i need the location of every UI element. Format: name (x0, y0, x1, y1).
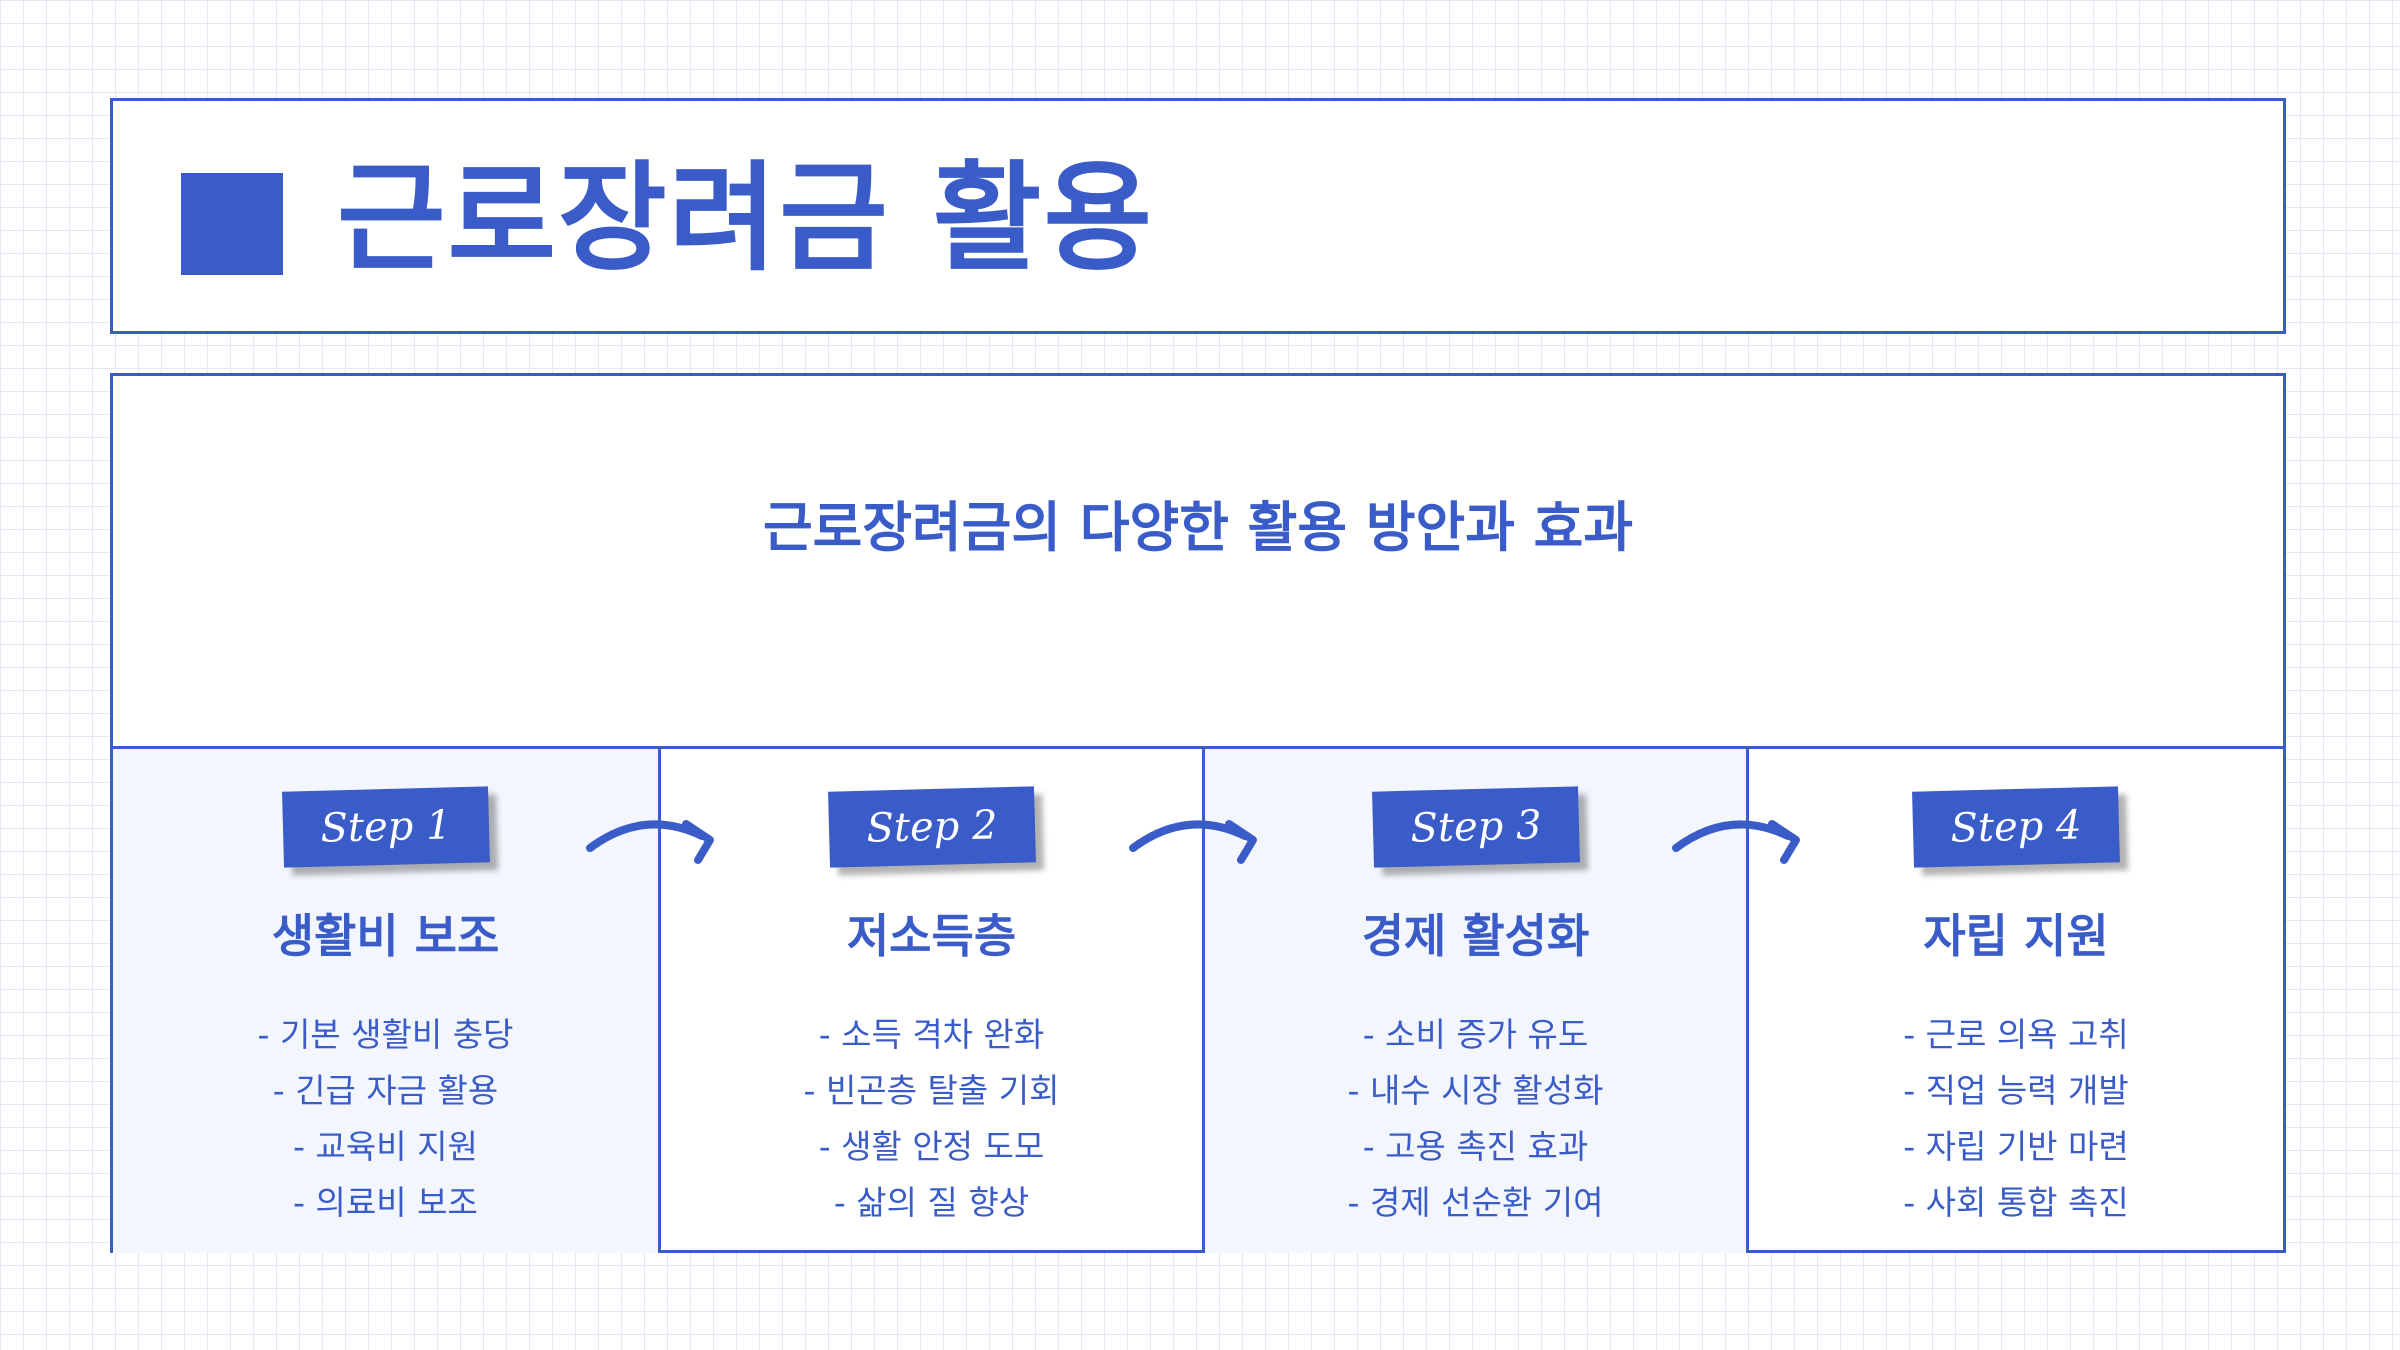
curved-arrow-right-icon (586, 820, 714, 864)
step-4-list: - 근로 의욕 고취 - 직업 능력 개발 - 자립 기반 마련 - 사회 통합… (1749, 1007, 2283, 1231)
step-3-list: - 소비 증가 유도 - 내수 시장 활성화 - 고용 촉진 효과 - 경제 선… (1205, 1007, 1746, 1231)
list-item: - 근로 의욕 고취 (1903, 1015, 2129, 1054)
step-1-tag: Step 1 (281, 786, 490, 868)
list-item: - 직업 능력 개발 (1903, 1071, 2129, 1110)
curved-arrow-right-icon (1129, 820, 1257, 864)
list-item: - 교육비 지원 (293, 1127, 478, 1166)
list-item: - 경제 선순환 기여 (1347, 1183, 1604, 1222)
title-square-icon (181, 173, 283, 275)
step-1-heading: 생활비 보조 (271, 909, 500, 963)
step-1: Step 1 생활비 보조 - 기본 생활비 충당 - 긴급 자금 활용 - 교… (113, 749, 658, 1253)
step-1-list: - 기본 생활비 충당 - 긴급 자금 활용 - 교육비 지원 - 의료비 보조 (113, 1007, 658, 1231)
list-item: - 생활 안정 도모 (818, 1127, 1045, 1166)
list-item: - 사회 통합 촉진 (1903, 1183, 2129, 1222)
list-item: - 내수 시장 활성화 (1347, 1071, 1604, 1110)
list-item: - 자립 기반 마련 (1903, 1127, 2129, 1166)
step-3-tag: Step 3 (1371, 786, 1580, 868)
steps-row: Step 1 생활비 보조 - 기본 생활비 충당 - 긴급 자금 활용 - 교… (113, 746, 2283, 1253)
step-2-tag: Step 2 (827, 786, 1036, 868)
title-box: 근로장려금 활용 (110, 98, 2286, 334)
subtitle: 근로장려금의 다양한 활용 방안과 효과 (762, 496, 1634, 559)
list-item: - 소비 증가 유도 (1362, 1015, 1589, 1054)
list-item: - 빈곤층 탈출 기회 (803, 1071, 1060, 1110)
step-4-heading: 자립 지원 (1923, 909, 2109, 963)
step-3-heading: 경제 활성화 (1361, 909, 1590, 963)
list-item: - 소득 격차 완화 (818, 1015, 1045, 1054)
step-4-tag: Step 4 (1912, 786, 2120, 868)
list-item: - 고용 촉진 효과 (1362, 1127, 1589, 1166)
step-4: Step 4 자립 지원 - 근로 의욕 고취 - 직업 능력 개발 - 자립 … (1746, 749, 2283, 1253)
step-2: Step 2 저소득층 - 소득 격차 완화 - 빈곤층 탈출 기회 - 생활 … (658, 749, 1202, 1253)
list-item: - 긴급 자금 활용 (272, 1071, 499, 1110)
list-item: - 의료비 보조 (293, 1183, 478, 1222)
page-title: 근로장려금 활용 (337, 149, 1155, 287)
list-item: - 삶의 질 향상 (833, 1183, 1030, 1222)
curved-arrow-right-icon (1672, 820, 1800, 864)
step-2-heading: 저소득층 (846, 909, 1017, 963)
list-item: - 기본 생활비 충당 (257, 1015, 514, 1054)
step-2-list: - 소득 격차 완화 - 빈곤층 탈출 기회 - 생활 안정 도모 - 삶의 질… (661, 1007, 1202, 1231)
main-panel: 근로장려금의 다양한 활용 방안과 효과 Step 1 생활비 보조 - 기본 … (110, 373, 2286, 1253)
step-3: Step 3 경제 활성화 - 소비 증가 유도 - 내수 시장 활성화 - 고… (1202, 749, 1746, 1253)
